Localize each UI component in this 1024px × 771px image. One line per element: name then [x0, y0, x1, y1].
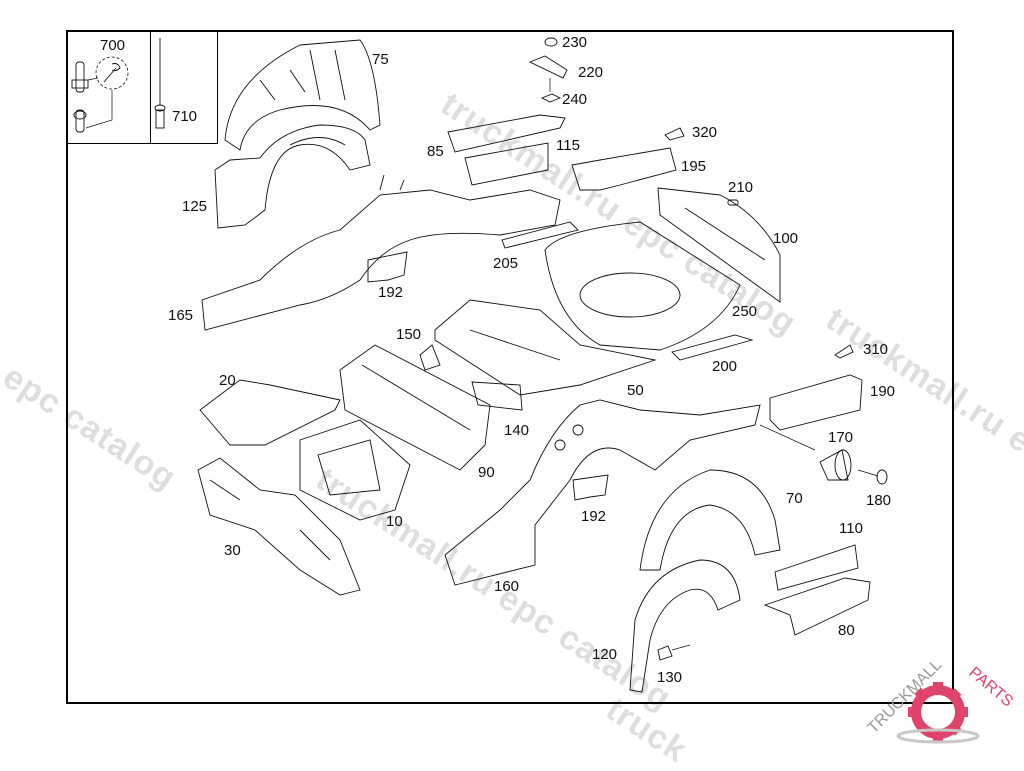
part-20[interactable] — [199, 379, 341, 446]
callout-80[interactable]: 80 — [838, 622, 855, 639]
logo-text-truckmall: TRUCKMALL — [865, 660, 946, 737]
inset-divider — [150, 30, 151, 144]
part-205[interactable] — [501, 221, 579, 249]
callout-30[interactable]: 30 — [224, 542, 241, 559]
callout-110[interactable]: 110 — [839, 520, 863, 537]
part-190[interactable] — [769, 374, 863, 431]
part-130[interactable] — [657, 644, 691, 661]
callout-120[interactable]: 120 — [592, 646, 618, 663]
part-200[interactable] — [671, 334, 754, 361]
callout-200[interactable]: 200 — [712, 358, 738, 375]
callout-710[interactable]: 710 — [172, 108, 198, 125]
parts-diagram: truckmall.ru epc catalog u epc catalog t… — [0, 30, 1024, 770]
part-110[interactable] — [774, 544, 859, 591]
callout-190[interactable]: 190 — [870, 383, 896, 400]
part-195[interactable] — [571, 147, 677, 191]
callout-170[interactable]: 170 — [828, 429, 854, 446]
parts-artwork — [71, 37, 888, 693]
callout-90[interactable]: 90 — [478, 464, 495, 481]
part-192[interactable] — [367, 251, 408, 283]
callout-130[interactable]: 130 — [657, 669, 683, 686]
part-140[interactable] — [471, 381, 523, 411]
part-125[interactable] — [214, 124, 371, 229]
callout-85[interactable]: 85 — [427, 143, 444, 160]
callout-10[interactable]: 10 — [386, 513, 403, 530]
part-320[interactable] — [664, 127, 685, 141]
part-90[interactable] — [339, 344, 491, 471]
callout-310[interactable]: 310 — [863, 341, 889, 358]
part-10[interactable] — [299, 419, 411, 521]
part-115[interactable] — [464, 142, 549, 186]
callout-100[interactable]: 100 — [773, 230, 799, 247]
callout-180[interactable]: 180 — [866, 492, 892, 509]
callout-20[interactable]: 20 — [219, 372, 236, 389]
callout-75[interactable]: 75 — [372, 51, 389, 68]
callout-700[interactable]: 700 — [100, 37, 126, 54]
callout-165[interactable]: 165 — [168, 307, 194, 324]
logo-text-parts: PARTS — [965, 664, 1016, 710]
callout-192b[interactable]: 192 — [581, 508, 607, 525]
part-150[interactable] — [419, 344, 441, 371]
part-120[interactable] — [629, 559, 741, 693]
callout-140[interactable]: 140 — [504, 422, 530, 439]
callout-192[interactable]: 192 — [378, 284, 404, 301]
callout-115[interactable]: 115 — [556, 137, 580, 154]
callout-125[interactable]: 125 — [182, 198, 208, 215]
callout-70[interactable]: 70 — [786, 490, 803, 507]
callout-195[interactable]: 195 — [681, 158, 707, 175]
part-165[interactable] — [201, 174, 561, 331]
bolt-700-icon[interactable] — [71, 56, 129, 133]
part-80[interactable] — [763, 577, 871, 636]
part-85[interactable] — [447, 114, 566, 153]
part-180[interactable] — [857, 469, 888, 485]
part-230-220-240[interactable] — [528, 37, 568, 103]
truckmall-parts-logo: TRUCKMALL PARTS — [858, 656, 1024, 750]
gear-icon — [896, 682, 980, 744]
part-210[interactable] — [727, 199, 739, 206]
callout-160[interactable]: 160 — [494, 578, 520, 595]
rivet-710-icon[interactable] — [154, 38, 166, 129]
callout-50[interactable]: 50 — [627, 382, 644, 399]
part-250[interactable] — [544, 221, 741, 351]
callout-320[interactable]: 320 — [692, 124, 718, 141]
part-50[interactable] — [434, 299, 657, 396]
callout-240[interactable]: 240 — [562, 91, 588, 108]
part-160[interactable] — [444, 399, 761, 586]
part-75[interactable] — [224, 39, 381, 151]
callout-230[interactable]: 230 — [562, 34, 588, 51]
callout-220[interactable]: 220 — [578, 64, 604, 81]
part-170[interactable] — [759, 424, 852, 481]
part-70[interactable] — [639, 469, 781, 571]
callout-150[interactable]: 150 — [396, 326, 422, 343]
callout-210[interactable]: 210 — [728, 179, 754, 196]
part-30[interactable] — [197, 457, 361, 596]
part-310[interactable] — [834, 344, 854, 359]
inset-box — [66, 30, 218, 144]
callout-205[interactable]: 205 — [493, 255, 519, 272]
part-100[interactable] — [657, 187, 781, 303]
callout-250[interactable]: 250 — [732, 303, 758, 320]
diagram-frame — [66, 30, 954, 704]
part-192b[interactable] — [572, 474, 609, 501]
